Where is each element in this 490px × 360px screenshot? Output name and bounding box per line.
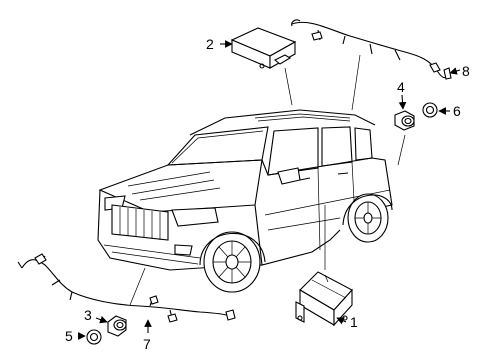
callout-7: 7 bbox=[143, 319, 152, 352]
callout-2: 2 bbox=[206, 36, 233, 52]
callout-1-label: 1 bbox=[350, 314, 358, 330]
callout-5-label: 5 bbox=[65, 328, 73, 344]
part-4-sensor bbox=[394, 110, 415, 131]
callout-5: 5 bbox=[65, 328, 86, 344]
part-6-grommet bbox=[422, 102, 438, 118]
callout-6-label: 6 bbox=[453, 103, 461, 119]
callout-8: 8 bbox=[449, 63, 470, 79]
part-1-module-bracket bbox=[295, 271, 353, 327]
part-8-upper-harness bbox=[291, 19, 452, 80]
callout-6: 6 bbox=[438, 103, 461, 119]
callout-4: 4 bbox=[397, 79, 407, 110]
callout-7-label: 7 bbox=[143, 336, 151, 352]
callout-1: 1 bbox=[336, 314, 358, 330]
callout-3: 3 bbox=[84, 307, 108, 324]
callout-8-label: 8 bbox=[462, 63, 470, 79]
callout-4-label: 4 bbox=[397, 79, 405, 95]
callout-3-label: 3 bbox=[84, 307, 92, 323]
part-7-bumper-harness bbox=[17, 253, 236, 323]
callout-2-label: 2 bbox=[206, 36, 214, 52]
vehicle-illustration bbox=[97, 109, 393, 293]
part-3-parking-sensor bbox=[107, 315, 127, 337]
part-5-grommet bbox=[86, 329, 102, 345]
part-2-control-module bbox=[230, 27, 297, 69]
